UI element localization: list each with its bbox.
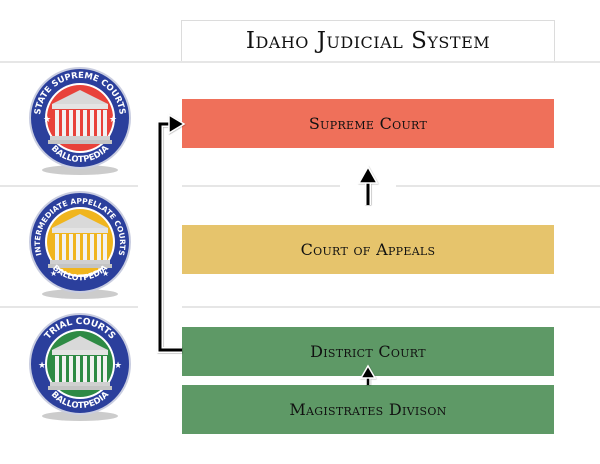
divider-top-left: [0, 61, 600, 63]
court-label: Supreme Court: [308, 114, 428, 133]
divider-mid-right-b: [396, 185, 600, 187]
seal-state-supreme-courts: ★ ★ STATE SUPREME COURTS BALLOTPEDIA: [29, 67, 131, 175]
up-arrow-appeals-to-supreme: [357, 165, 379, 205]
star-icon: ★: [50, 269, 57, 278]
courthouse-icon: [48, 90, 112, 144]
courthouse-icon: [48, 214, 112, 268]
seal-shadow: [42, 411, 118, 421]
star-icon: ★: [38, 361, 46, 371]
seal-trial-courts: ★ ★ TRIAL COURTS BALLOTPEDIA: [29, 313, 131, 421]
court-box-magistrates: Magistrates Divison: [182, 385, 554, 434]
seal-shadow: [42, 165, 118, 175]
divider-mid-left: [0, 185, 138, 187]
star-icon: ★: [102, 269, 109, 278]
star-icon: ★: [114, 361, 122, 371]
star-icon: ★: [43, 115, 51, 125]
court-box-district: District Court: [182, 327, 554, 376]
star-icon: ★: [109, 115, 117, 125]
diagram-title: Idaho Judicial System: [245, 28, 491, 54]
divider-low-right: [182, 306, 600, 308]
court-box-supreme: Supreme Court: [182, 99, 554, 148]
divider-low-left: [0, 306, 138, 308]
courthouse-icon: [48, 336, 112, 390]
court-box-appeals: Court of Appeals: [182, 225, 554, 274]
arrowhead-up-icon: [357, 165, 379, 184]
title-box: Idaho Judicial System: [181, 20, 555, 61]
court-label: District Court: [310, 342, 426, 361]
seal-intermediate-appellate-courts: ★ ★ INTERMEDIATE APPELLATE COURTS BALLOT…: [29, 191, 131, 299]
seal-shadow: [42, 289, 118, 299]
divider-mid-right-a: [182, 185, 340, 187]
elbow-arrow-district-to-supreme: [157, 113, 186, 353]
court-label: Court of Appeals: [300, 240, 436, 259]
court-label: Magistrates Divison: [289, 400, 447, 419]
